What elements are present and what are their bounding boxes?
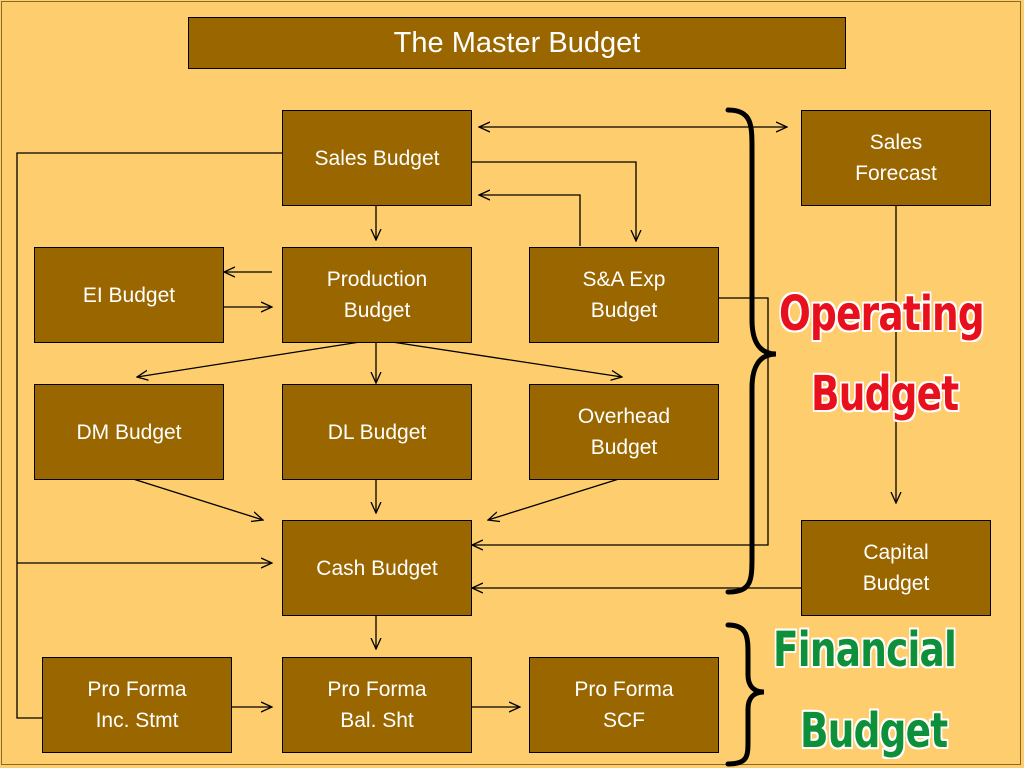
pro-forma-bal-sht-box: Pro Forma Bal. Sht: [282, 657, 472, 753]
pro-forma-scf-box: Pro Forma SCF: [529, 657, 719, 753]
cash-budget-box: Cash Budget: [282, 520, 472, 616]
pro-forma-inc-stmt-box: Pro Forma Inc. Stmt: [42, 657, 232, 753]
sales-budget-box: Sales Budget: [282, 110, 472, 206]
arrow-production-to-dm: [137, 341, 361, 377]
dl-budget-box: DL Budget: [282, 384, 472, 480]
arrow-sa-to-sales: [479, 195, 581, 246]
financial-label-line1: Financial: [773, 622, 957, 678]
sales-forecast-box: Sales Forecast: [801, 110, 991, 206]
diagram-title: The Master Budget: [188, 17, 846, 69]
financial-brace: [725, 622, 765, 767]
operating-label-line2: Budget: [811, 366, 959, 422]
financial-label-line2: Budget: [800, 703, 948, 759]
dm-budget-box: DM Budget: [34, 384, 224, 480]
production-budget-box: Production Budget: [282, 247, 472, 343]
arrow-production-to-overhead: [391, 341, 622, 377]
line-left-loop: [16, 152, 282, 719]
sa-exp-budget-box: S&A Exp Budget: [529, 247, 719, 343]
operating-label-line1: Operating: [779, 286, 985, 342]
arrow-sa-to-cash: [472, 297, 769, 545]
arrow-sales-to-sa: [470, 161, 636, 241]
overhead-budget-box: Overhead Budget: [529, 384, 719, 480]
ei-budget-box: EI Budget: [34, 247, 224, 343]
arrow-overhead-to-cash: [488, 477, 623, 520]
arrow-dm-to-cash: [129, 477, 263, 520]
capital-budget-box: Capital Budget: [801, 520, 991, 616]
operating-brace: [725, 107, 777, 595]
